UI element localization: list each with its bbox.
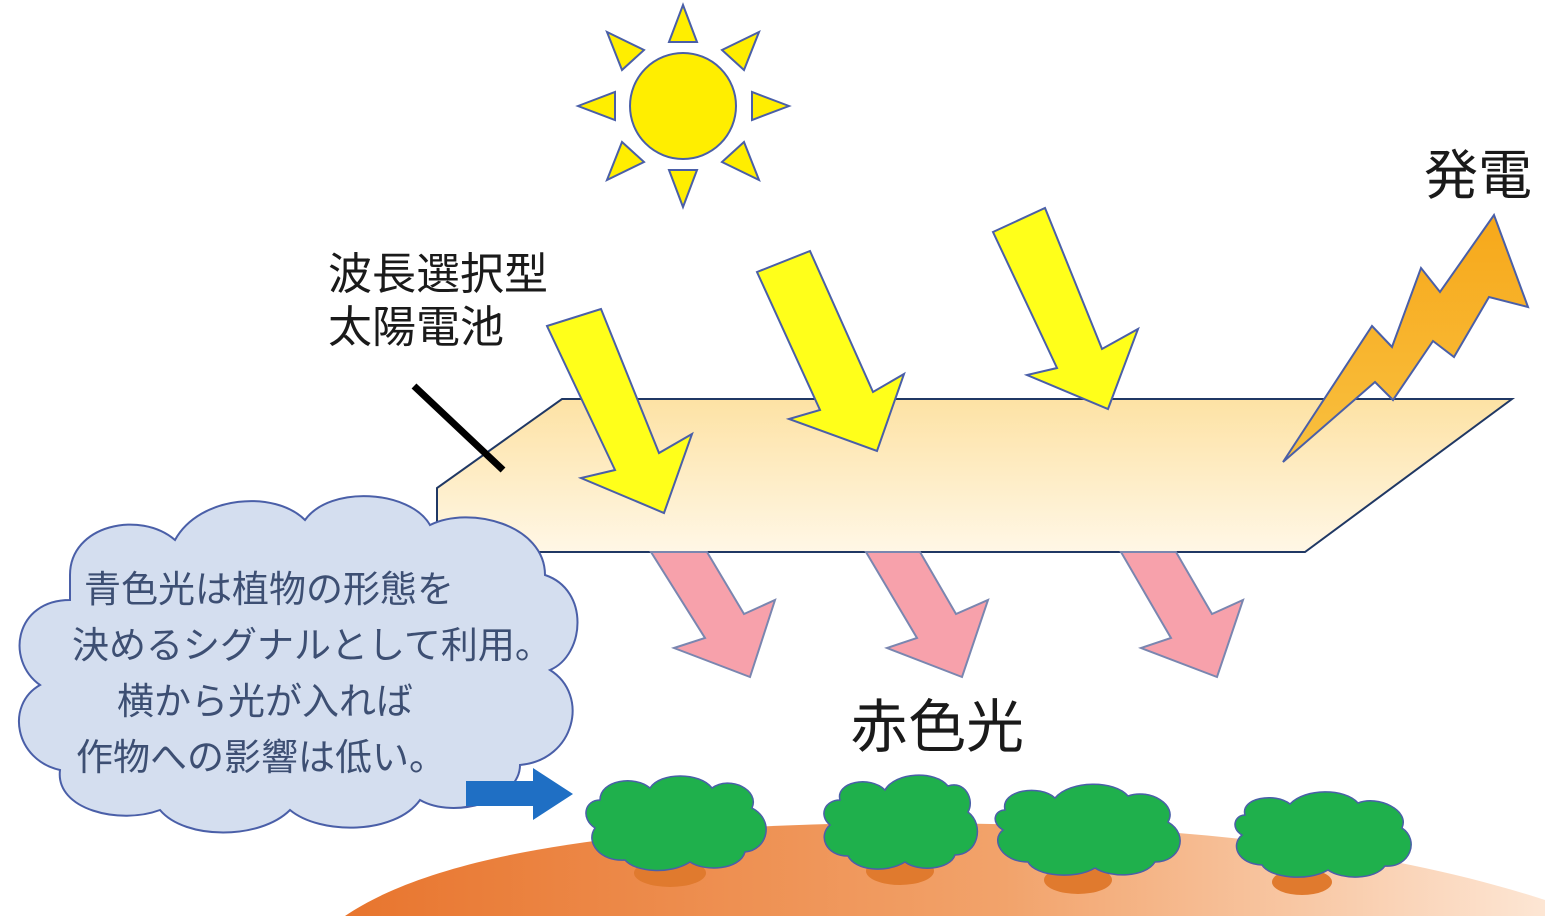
lightning-icon [1282,212,1530,463]
plant [994,783,1181,894]
cloud-note-bubble [17,495,579,834]
plant [823,774,979,885]
plant-foliage [1234,791,1412,878]
red-light-arrow [649,551,777,679]
transmitted-red-light-arrows [649,551,1245,679]
arrow-right-icon [466,768,573,820]
cloud-note-line-1: 青色光は植物の形態を [84,568,454,611]
cloud-note-line-3: 横から光が入れば [117,680,413,723]
label-pointer-line [411,383,506,473]
plant-foliage [823,774,979,870]
incoming-sunlight-arrows [545,206,1140,515]
incoming-light-arrow [545,307,694,515]
incoming-light-arrow [755,249,906,453]
red-light-arrow [864,551,990,679]
solar-cell-label-line2: 太陽電池 [328,302,504,353]
plant [1234,791,1412,895]
plant [585,775,767,887]
sun-icon [575,2,792,210]
plant-foliage [994,783,1181,876]
solar-cell-label-line1: 波長選択型 [328,249,548,300]
cloud-note-line-4: 作物への影響は低い。 [76,736,446,779]
plant-foliage [585,775,767,872]
cloud-note-line-2: 決めるシグナルとして利用。 [72,624,552,667]
incoming-light-arrow [991,206,1140,411]
red-light-arrow [1119,551,1245,679]
red-light-label: 赤色光 [850,693,1024,761]
power-generation-label: 発電 [1424,144,1532,207]
